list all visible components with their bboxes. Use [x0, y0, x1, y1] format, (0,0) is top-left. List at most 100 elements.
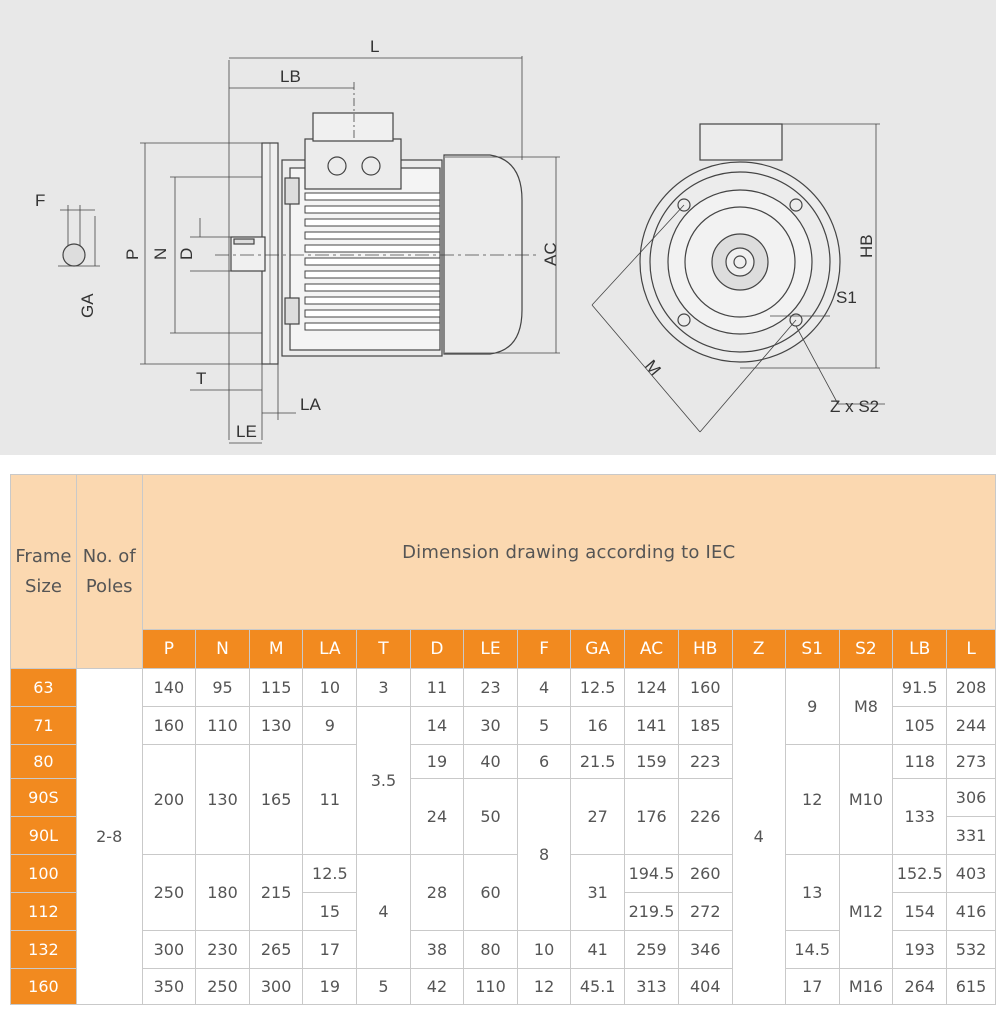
motor-drawing-svg: L LB F GA P N D AC T LA LE HB S1 Z x S2 … — [35, 37, 885, 444]
cell-LE: 50 — [463, 778, 518, 855]
cell-P: 250 — [141, 854, 197, 931]
cell-N: 130 — [195, 744, 250, 855]
cell-M: 215 — [248, 854, 304, 931]
cell-HB: 404 — [677, 968, 733, 1005]
cell-GA: 16 — [570, 706, 626, 745]
cell-S1: 14.5 — [784, 930, 840, 969]
cell-AC: 194.5 — [624, 854, 679, 893]
cell-Z: 4 — [731, 668, 786, 1005]
cell-M: 130 — [248, 706, 304, 745]
cell-P: 140 — [141, 668, 197, 707]
table-row-100: 100 250 180 215 12.5 4 28 60 31 194.5 26… — [10, 854, 996, 969]
frame-size-cell: 132 — [10, 930, 77, 969]
cell-N: 180 — [195, 854, 250, 931]
cell-N: 230 — [195, 930, 250, 969]
cell-GA: 45.1 — [570, 968, 626, 1005]
cell-D: 11 — [409, 668, 465, 707]
cell-HB: 226 — [677, 778, 733, 855]
cell-D: 14 — [409, 706, 465, 745]
label-S1: S1 — [836, 288, 857, 307]
col-Z: Z — [731, 629, 786, 669]
cell-GA: 27 — [570, 778, 626, 855]
cell-HB: 185 — [677, 706, 733, 745]
cell-LB: 105 — [892, 706, 948, 745]
label-GA: GA — [78, 293, 97, 318]
cell-F: 5 — [516, 706, 572, 745]
cell-GA: 41 — [570, 930, 626, 969]
label-LB: LB — [280, 67, 301, 86]
cell-LB: 133 — [892, 778, 948, 855]
cell-S1: 17 — [784, 968, 840, 1005]
col-L: L — [946, 629, 996, 669]
table-row-71: 71 160 110 130 9 3.5 14 30 5 16 141 185 … — [10, 706, 996, 855]
frame-size-cell: 90S — [10, 778, 77, 817]
table-row-90S: 90S 24 50 8 27 176 226 133 306 — [10, 778, 996, 931]
frame-size-cell: 160 — [10, 968, 77, 1005]
cell-GA: 12.5 — [570, 668, 626, 707]
dimension-drawing: L LB F GA P N D AC T LA LE HB S1 Z x S2 … — [0, 0, 996, 455]
cell-AC: 176 — [624, 778, 679, 855]
table-row-90L: 90L 331 — [10, 816, 996, 855]
dimension-table: Frame Size No. of Poles Dimension drawin… — [10, 474, 996, 1005]
cell-LA: 9 — [302, 706, 358, 745]
cell-LE: 40 — [463, 744, 518, 779]
cell-M: 265 — [248, 930, 304, 969]
cell-M: 300 — [248, 968, 304, 1005]
label-D: D — [177, 248, 196, 260]
cell-GA: 21.5 — [570, 744, 626, 779]
cell-D: 19 — [409, 744, 465, 779]
col-F: F — [516, 629, 572, 669]
cell-S1: 13 — [784, 854, 840, 931]
table-title: Dimension drawing according to IEC — [141, 474, 996, 630]
col-P: P — [141, 629, 197, 669]
cell-S2: M8 — [838, 668, 894, 745]
cell-F: 6 — [516, 744, 572, 779]
frame-size-cell: 112 — [10, 892, 77, 931]
cell-L: 416 — [946, 892, 996, 931]
cell-HB: 223 — [677, 744, 733, 779]
cell-L: 403 — [946, 854, 996, 893]
cell-LA: 17 — [302, 930, 358, 969]
cell-T: 3.5 — [356, 706, 411, 855]
label-ZxS2: Z x S2 — [830, 397, 879, 416]
cell-P: 200 — [141, 744, 197, 855]
cell-LA: 12.5 — [302, 854, 358, 893]
cell-HB: 260 — [677, 854, 733, 893]
cell-L: 331 — [946, 816, 996, 855]
label-N: N — [151, 248, 170, 260]
cell-S1: 12 — [784, 744, 840, 855]
cell-N: 110 — [195, 706, 250, 745]
frame-size-cell: 90L — [10, 816, 77, 855]
cell-N: 250 — [195, 968, 250, 1005]
frame-size-cell: 100 — [10, 854, 77, 893]
frame-size-cell: 63 — [10, 668, 77, 707]
cell-D: 28 — [409, 854, 465, 931]
cell-LB: 264 — [892, 968, 948, 1005]
table-row-112: 112 15 219.5 272 154 416 — [10, 892, 996, 931]
cell-M: 115 — [248, 668, 304, 707]
cell-LA: 10 — [302, 668, 358, 707]
cell-AC: 124 — [624, 668, 679, 707]
cell-LE: 60 — [463, 854, 518, 931]
table-row-132: 132 300 230 265 17 38 80 10 41 259 346 1… — [10, 930, 996, 969]
col-GA: GA — [570, 629, 626, 669]
cell-T: 4 — [356, 854, 411, 969]
cell-M: 165 — [248, 744, 304, 855]
cell-LA: 11 — [302, 744, 358, 855]
cell-LE: 30 — [463, 706, 518, 745]
cell-F: 8 — [516, 778, 572, 931]
cell-L: 208 — [946, 668, 996, 707]
cell-L: 532 — [946, 930, 996, 969]
label-HB: HB — [857, 234, 876, 258]
cell-L: 306 — [946, 778, 996, 817]
frame-size-cell: 71 — [10, 706, 77, 745]
label-AC: AC — [541, 242, 560, 266]
table-row-63: 63 2-8 140 95 115 10 3 11 23 4 12.5 124 … — [10, 668, 996, 1005]
cell-P: 300 — [141, 930, 197, 969]
table-row-80: 80 200 130 165 11 19 40 6 21.5 159 223 1… — [10, 744, 996, 855]
cell-LB: 154 — [892, 892, 948, 931]
cell-LB: 118 — [892, 744, 948, 779]
cell-LA: 19 — [302, 968, 358, 1005]
cell-S2: M16 — [838, 968, 894, 1005]
col-LB: LB — [892, 629, 948, 669]
